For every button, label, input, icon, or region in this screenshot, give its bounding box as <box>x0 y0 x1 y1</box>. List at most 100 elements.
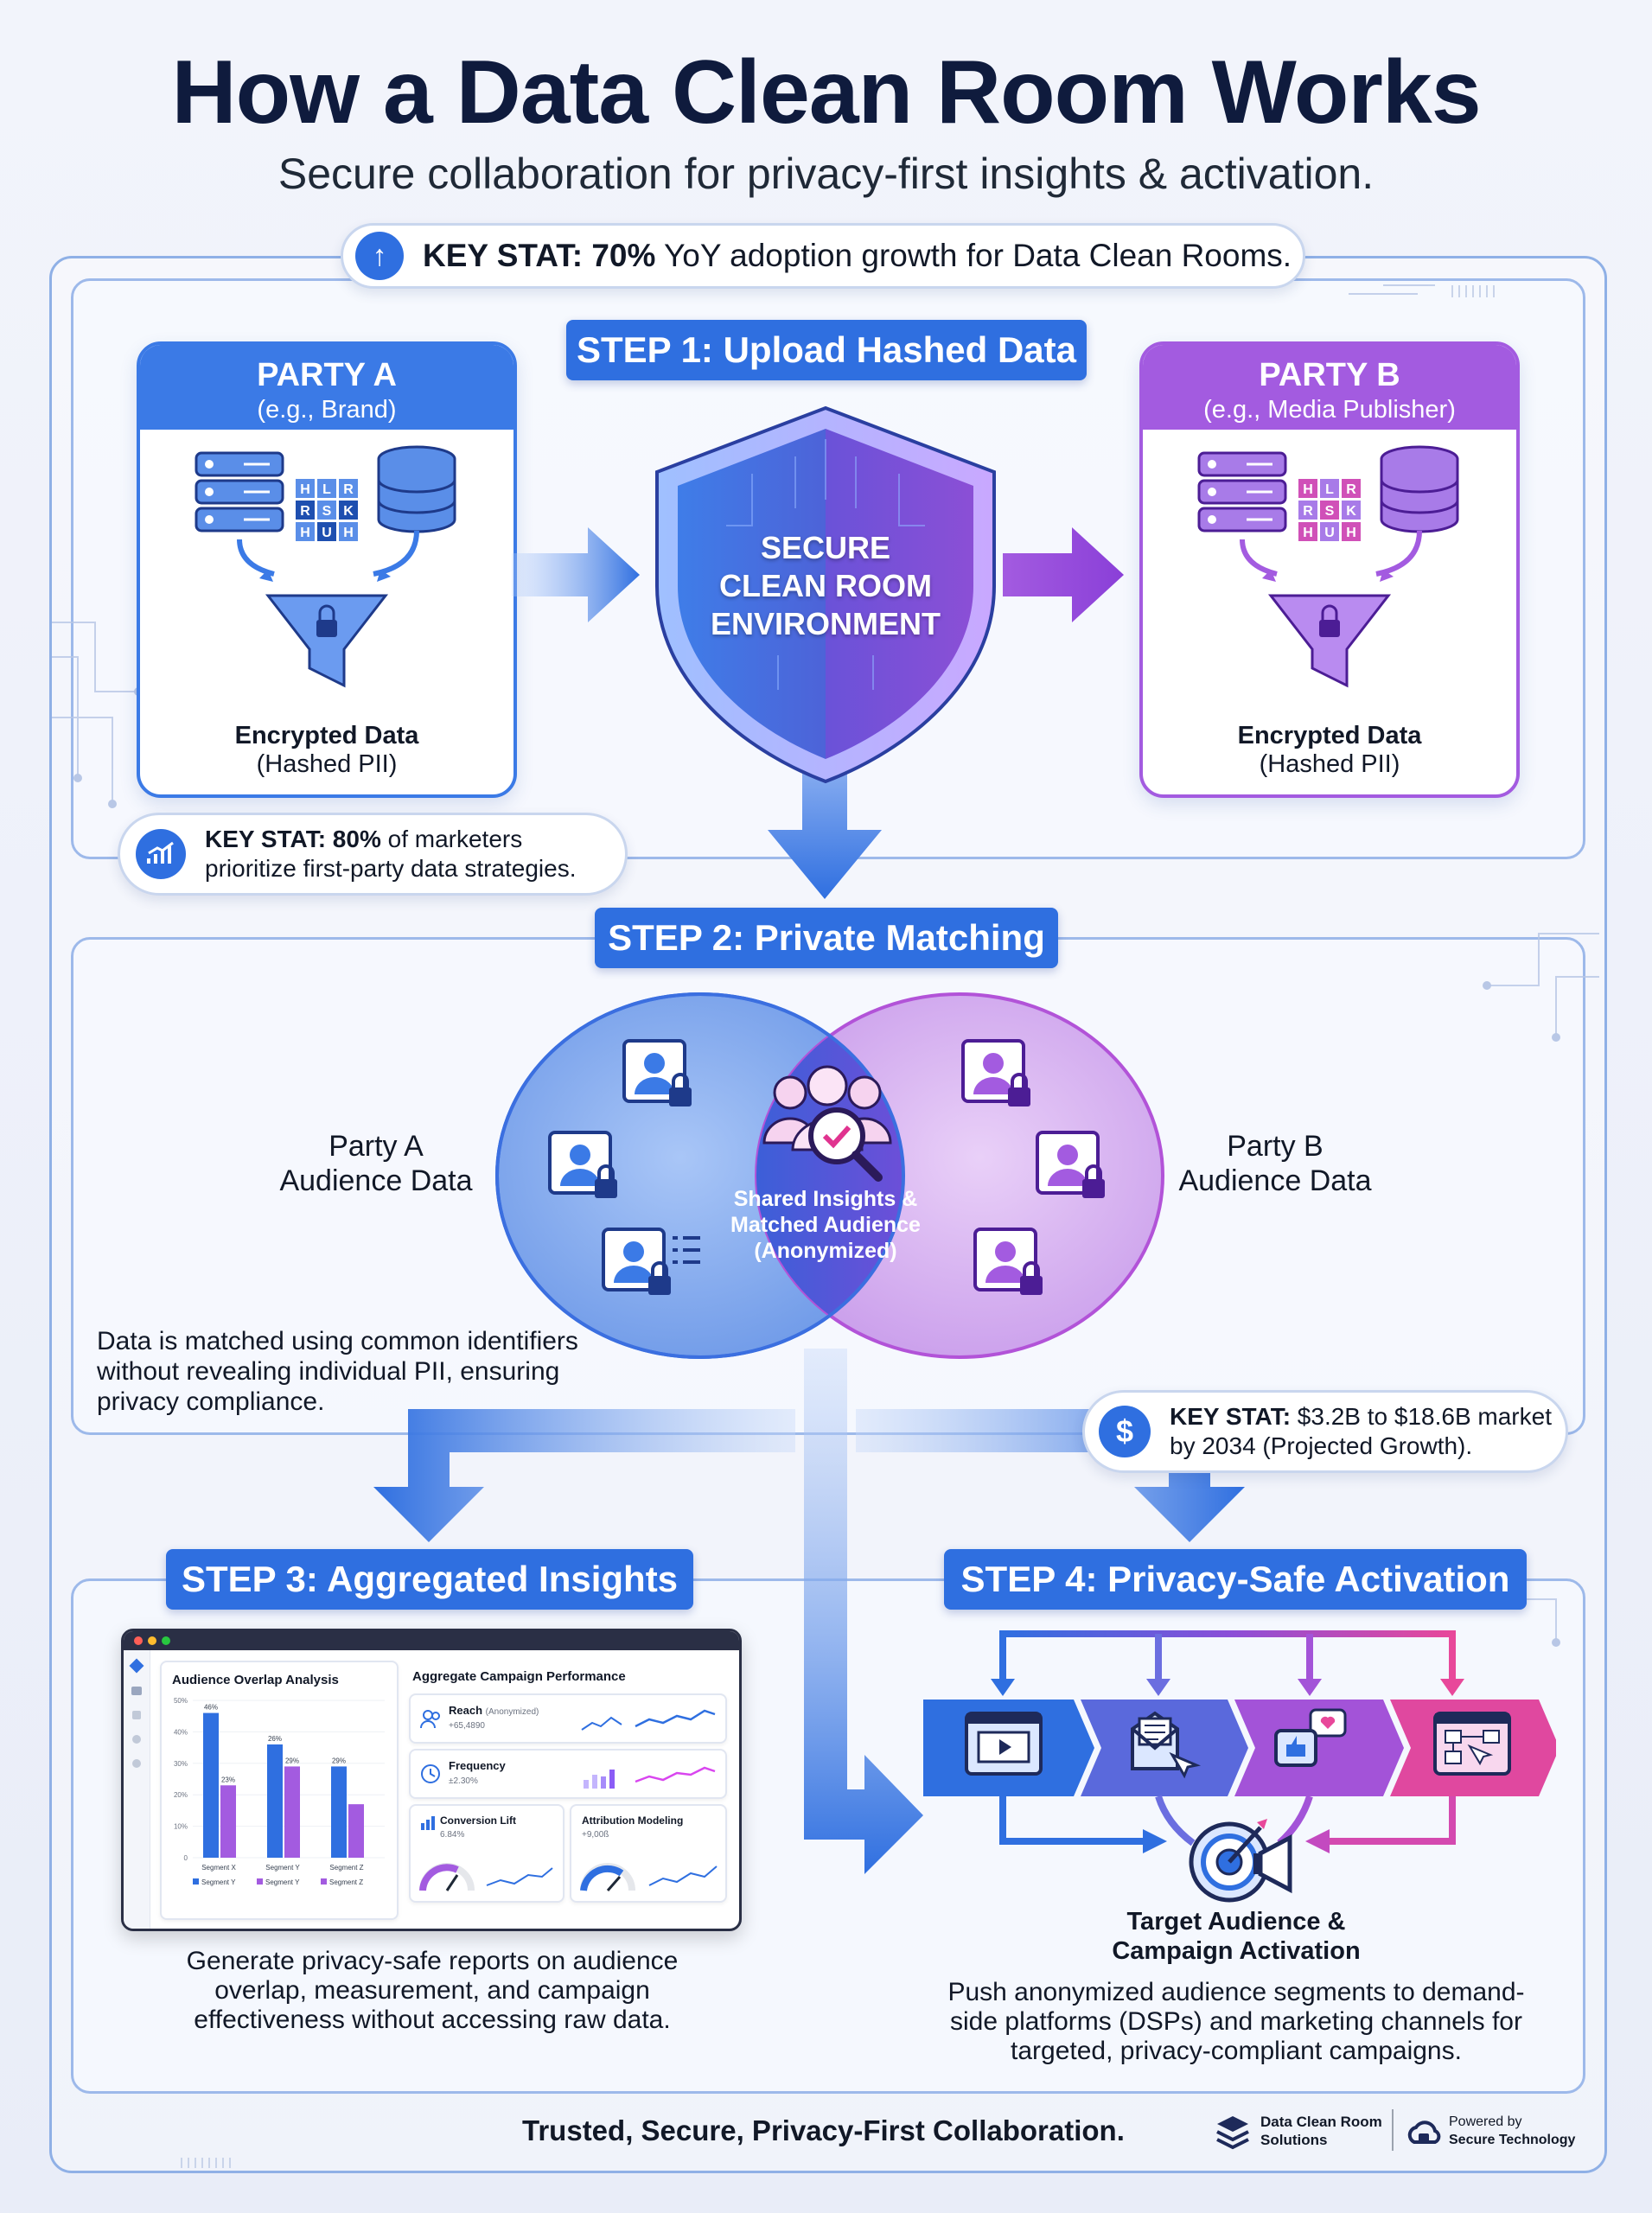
target-line-2: Campaign Activation <box>1112 1937 1361 1965</box>
legend-label: Segment Y <box>265 1878 300 1886</box>
key-stat-adoption: ↑ KEY STAT: 70% YoY adoption growth for … <box>341 223 1305 289</box>
step2-description: Data is matched using common identifiers… <box>97 1326 650 1417</box>
user-lock-list-icon <box>602 1228 700 1295</box>
x-tick-label: Segment Z <box>329 1864 363 1872</box>
party-a-title: PARTY A <box>257 357 397 393</box>
step4-description: Push anonymized audience segments to dem… <box>916 1978 1556 2066</box>
hash-char: K <box>1346 504 1356 519</box>
hash-char: L <box>322 482 331 497</box>
users-icon <box>420 1710 440 1729</box>
stat-text-2: prioritize first-party data strategies. <box>205 855 577 882</box>
frequency-card[interactable]: Frequency ±2.30% <box>409 1749 727 1799</box>
step2-desc-1: Data is matched using common identifiers <box>97 1327 578 1355</box>
conversion-lift-card[interactable]: Conversion Lift 6.84% <box>409 1804 564 1903</box>
party-a-data-funnel-icon: H L R R S K H U H <box>195 445 456 688</box>
x-tick-label: Segment X <box>201 1864 236 1872</box>
nav-more-icon[interactable] <box>132 1759 141 1768</box>
performance-panel: Aggregate Campaign Performance Reach (An… <box>409 1661 729 1920</box>
clock-icon <box>421 1764 440 1783</box>
party-a-audience-line-1: Party A <box>328 1130 424 1163</box>
y-tick-label: 20% <box>174 1791 188 1799</box>
overlap-line-1: Shared Insights & <box>733 1187 918 1211</box>
hash-char: S <box>322 504 332 519</box>
party-a-audience-label: Party A Audience Data <box>259 1129 493 1198</box>
hash-char: R <box>1346 482 1356 497</box>
key-stat-market: $ KEY STAT: $3.2B to $18.6B market by 20… <box>1082 1390 1568 1473</box>
nav-chart-icon[interactable] <box>131 1687 142 1695</box>
data-label: 29% <box>332 1757 346 1764</box>
nav-users-icon[interactable] <box>132 1711 141 1719</box>
party-a-audience-line-2: Audience Data <box>279 1164 473 1197</box>
party-b-subtitle: (e.g., Media Publisher) <box>1203 396 1456 424</box>
arrow-down-right-icon <box>804 1349 923 1874</box>
arrow-down-left-icon <box>373 1409 795 1542</box>
powered-line-2: Secure Technology <box>1449 2133 1576 2147</box>
attribution-value: +9,00ß <box>582 1830 609 1840</box>
video-player-icon <box>965 1712 1043 1776</box>
user-lock-icon <box>1036 1131 1105 1198</box>
hash-char: H <box>1303 482 1313 497</box>
attribution-card[interactable]: Attribution Modeling +9,00ß <box>570 1804 727 1903</box>
stat-value: 70% <box>591 238 656 273</box>
arrow-right-icon <box>512 527 640 622</box>
party-b-title: PARTY B <box>1259 357 1400 393</box>
overlap-chart-panel: Audience Overlap Analysis 50%40%30%20%10… <box>160 1661 399 1920</box>
party-b-audience-line-2: Audience Data <box>1178 1164 1372 1197</box>
hash-char: L <box>1325 482 1334 497</box>
reach-note: (Anonymized) <box>485 1707 539 1717</box>
step3-desc-1: Generate privacy-safe reports on audienc… <box>186 1947 679 1975</box>
attribution-label: Attribution Modeling <box>582 1814 684 1827</box>
legend-swatch <box>193 1878 199 1885</box>
data-label: 46% <box>204 1704 218 1712</box>
hash-char: H <box>1346 526 1356 540</box>
hash-char: H <box>300 482 310 497</box>
hash-char: H <box>1303 526 1313 540</box>
user-lock-icon <box>973 1228 1043 1295</box>
party-b-data-funnel-icon: H L R R S K H U H <box>1197 445 1459 688</box>
audience-search-icon <box>762 1065 892 1182</box>
window-minimize-icon <box>148 1636 156 1645</box>
dashboard-sidebar <box>124 1650 150 1929</box>
legend-label: Segment Y <box>201 1878 236 1886</box>
user-lock-icon <box>548 1131 617 1198</box>
lift-gauge <box>419 1863 553 1891</box>
window-maximize-icon <box>162 1636 170 1645</box>
stat-label: KEY STAT: <box>1170 1403 1292 1430</box>
nav-settings-icon[interactable] <box>132 1735 141 1744</box>
page-title: How a Data Clean Room Works <box>171 42 1481 143</box>
conversion-lift-label: Conversion Lift <box>440 1814 517 1827</box>
stat-label: KEY STAT: <box>423 238 584 273</box>
trend-chart-icon <box>136 829 186 879</box>
step4-desc-3: targeted, privacy-compliant campaigns. <box>1011 2037 1462 2065</box>
powered-line-1: Powered by <box>1449 2114 1522 2129</box>
y-tick-label: 50% <box>174 1697 188 1705</box>
party-b-caption-1: Encrypted Data <box>1237 722 1422 749</box>
nav-home-icon[interactable] <box>129 1658 144 1674</box>
party-a-caption-1: Encrypted Data <box>234 722 419 749</box>
y-tick-label: 0 <box>184 1854 188 1862</box>
step3-description: Generate privacy-safe reports on audienc… <box>112 1947 752 2035</box>
activation-flow <box>923 1630 1556 1853</box>
user-lock-icon <box>961 1039 1030 1106</box>
dollar-icon: $ <box>1099 1406 1151 1457</box>
data-label: 23% <box>221 1776 235 1783</box>
shield-line-1: SECURE <box>760 530 891 565</box>
brand-line-1: Data Clean Room <box>1260 2114 1382 2130</box>
bar <box>348 1804 364 1858</box>
step3-desc-3: effectiveness without accessing raw data… <box>194 2006 671 2034</box>
programmatic-ad-icon <box>1433 1712 1511 1776</box>
attribution-gauge <box>580 1863 718 1891</box>
reach-card[interactable]: Reach (Anonymized) +65,4890 <box>409 1693 727 1744</box>
stat-text: YoY adoption growth for Data Clean Rooms… <box>664 238 1292 273</box>
frequency-label: Frequency <box>449 1759 506 1772</box>
hash-char: H <box>343 526 354 540</box>
reach-value: +65,4890 <box>449 1721 485 1731</box>
cloud-lock-icon <box>1407 2121 1441 2144</box>
insights-dashboard: Audience Overlap Analysis 50%40%30%20%10… <box>121 1629 742 1931</box>
reach-label: Reach <box>449 1704 483 1717</box>
performance-title: Aggregate Campaign Performance <box>412 1669 626 1684</box>
step4-label: STEP 4: Privacy-Safe Activation <box>944 1549 1527 1610</box>
y-tick-label: 30% <box>174 1760 188 1768</box>
data-label: 29% <box>285 1757 299 1764</box>
hash-char: U <box>322 526 332 540</box>
